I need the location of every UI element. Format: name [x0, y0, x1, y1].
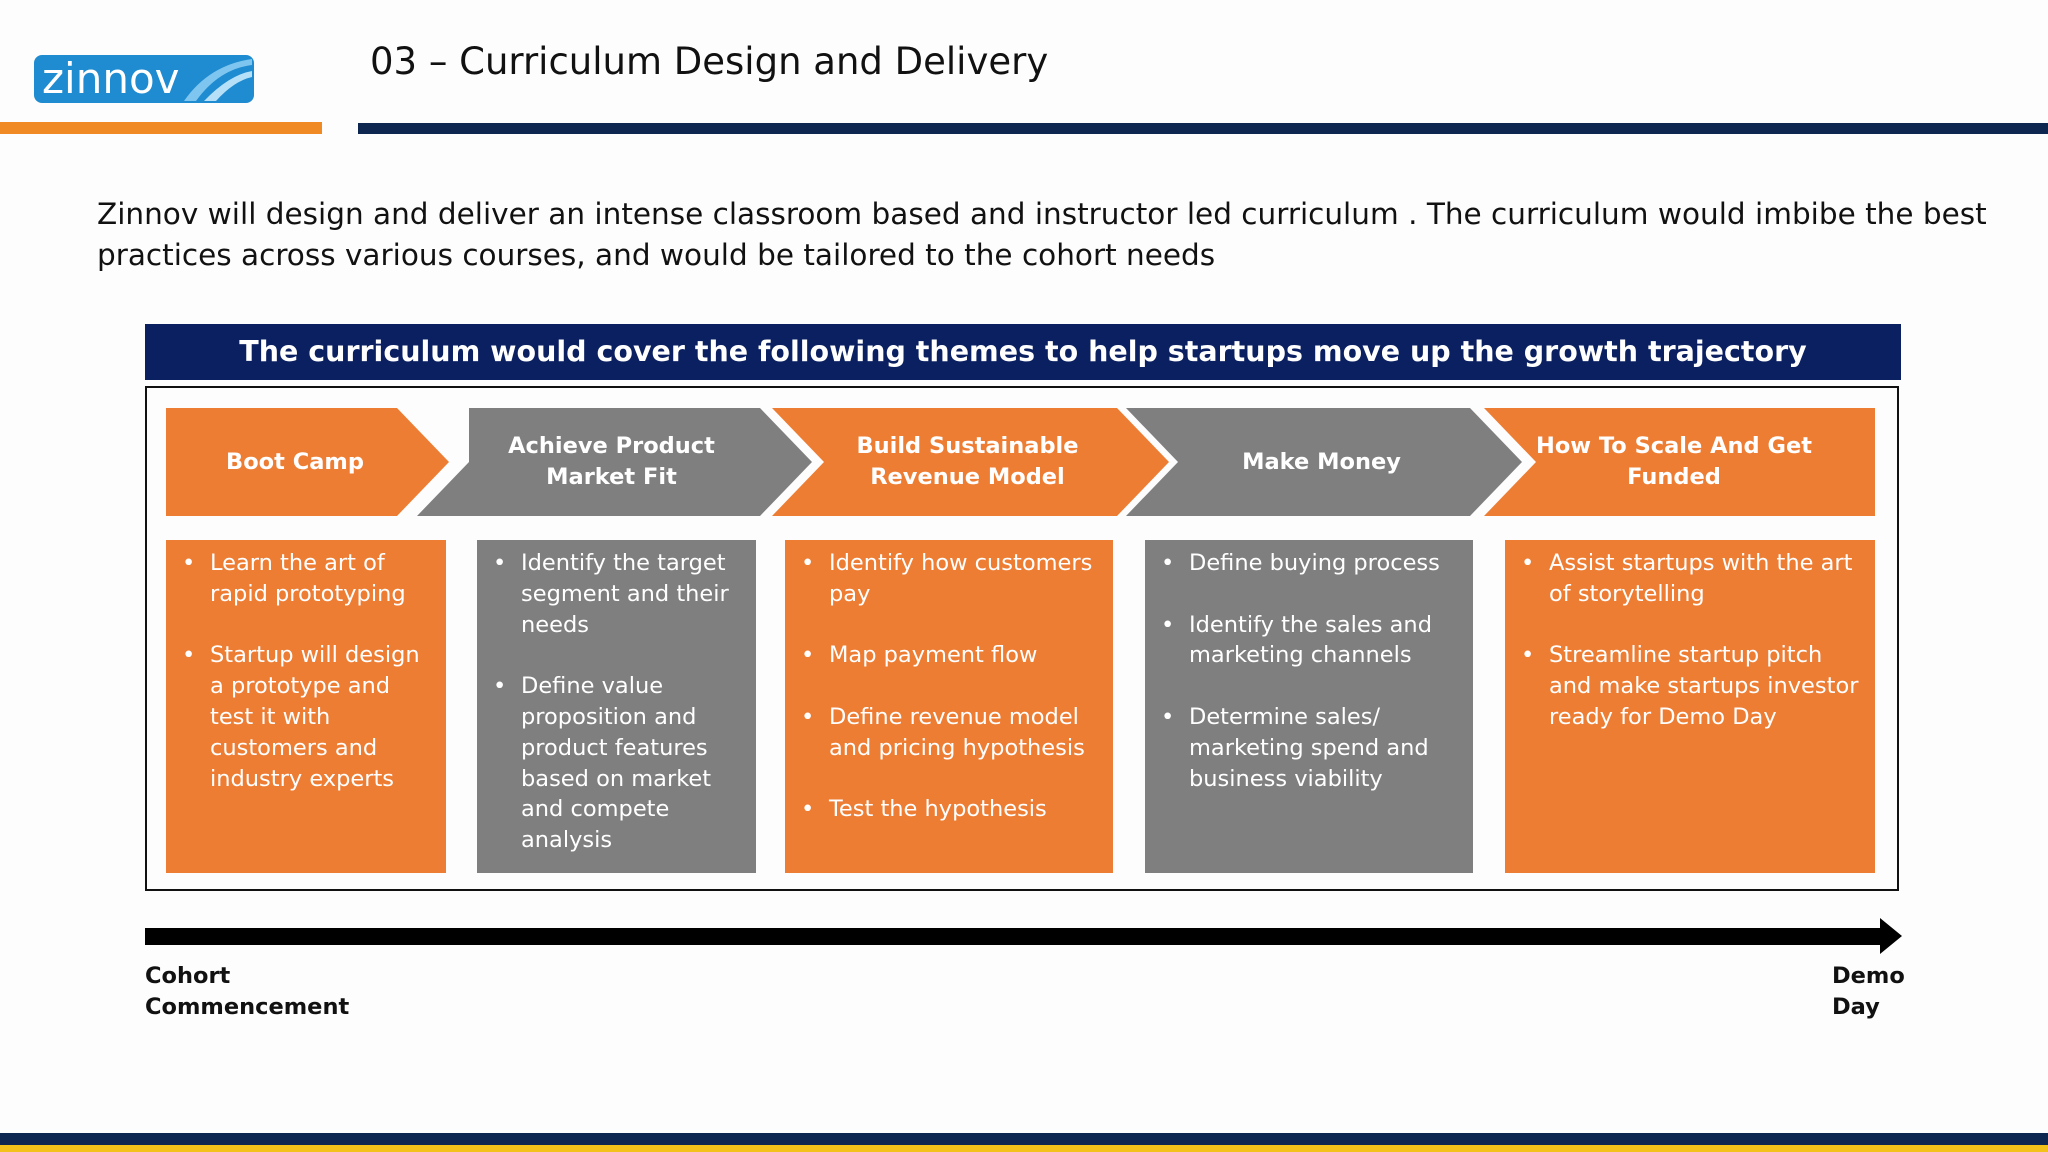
themes-frame — [145, 386, 1899, 891]
header-navy-bar — [358, 123, 2048, 134]
stage-card-product-market-fit: Identify the target segment and their ne… — [477, 540, 756, 873]
logo-swoosh-icon — [184, 59, 252, 101]
bullet: Assist startups with the art of storytel… — [1521, 548, 1863, 610]
header-orange-bar — [0, 122, 322, 134]
footer-navy-bar — [0, 1133, 2048, 1145]
bullet: Define revenue model and pricing hypothe… — [801, 702, 1101, 764]
bullet: Identify the target segment and their ne… — [493, 548, 744, 640]
zinnov-logo: zinnov — [34, 55, 254, 103]
bullet: Learn the art of rapid prototyping — [182, 548, 434, 610]
bullet: Map payment flow — [801, 640, 1101, 671]
stage-title-1: Boot Camp — [226, 448, 364, 475]
bullet: Startup will design a prototype and test… — [182, 640, 434, 794]
page-title: 03 – Curriculum Design and Delivery — [370, 40, 1049, 83]
stage-card-revenue-model: Identify how customers pay Map payment f… — [785, 540, 1113, 873]
stage-title-5: How To Scale And Get Funded — [1536, 433, 1812, 490]
bullet: Determine sales/ marketing spend and bus… — [1161, 702, 1461, 794]
bullet: Identify the sales and marketing channel… — [1161, 610, 1461, 672]
themes-header: The curriculum would cover the following… — [145, 324, 1901, 380]
bullet: Define value proposition and product fea… — [493, 671, 744, 856]
stage-title-3: Build Sustainable Revenue Model — [856, 433, 1079, 490]
bullet: Streamline startup pitch and make startu… — [1521, 640, 1863, 732]
stage-title-2: Achieve Product Market Fit — [508, 433, 715, 490]
bullet: Identify how customers pay — [801, 548, 1101, 610]
intro-paragraph: Zinnov will design and deliver an intens… — [97, 197, 1987, 272]
stage-card-boot-camp: Learn the art of rapid prototyping Start… — [166, 540, 446, 873]
logo-wordmark: zinnov — [42, 55, 180, 103]
bullet: Test the hypothesis — [801, 794, 1101, 825]
timeline-start-label: Cohort Commencement — [145, 963, 350, 1020]
stage-card-make-money: Define buying process Identify the sales… — [1145, 540, 1473, 873]
timeline-arrowhead — [1880, 918, 1902, 954]
timeline-line — [145, 928, 1885, 945]
bullet: Define buying process — [1161, 548, 1461, 579]
footer-gold-bar — [0, 1145, 2048, 1152]
stage-card-scale-funded: Assist startups with the art of storytel… — [1505, 540, 1875, 873]
stage-title-4: Make Money — [1242, 448, 1401, 475]
timeline-end-label: Demo Day — [1832, 963, 1905, 1020]
